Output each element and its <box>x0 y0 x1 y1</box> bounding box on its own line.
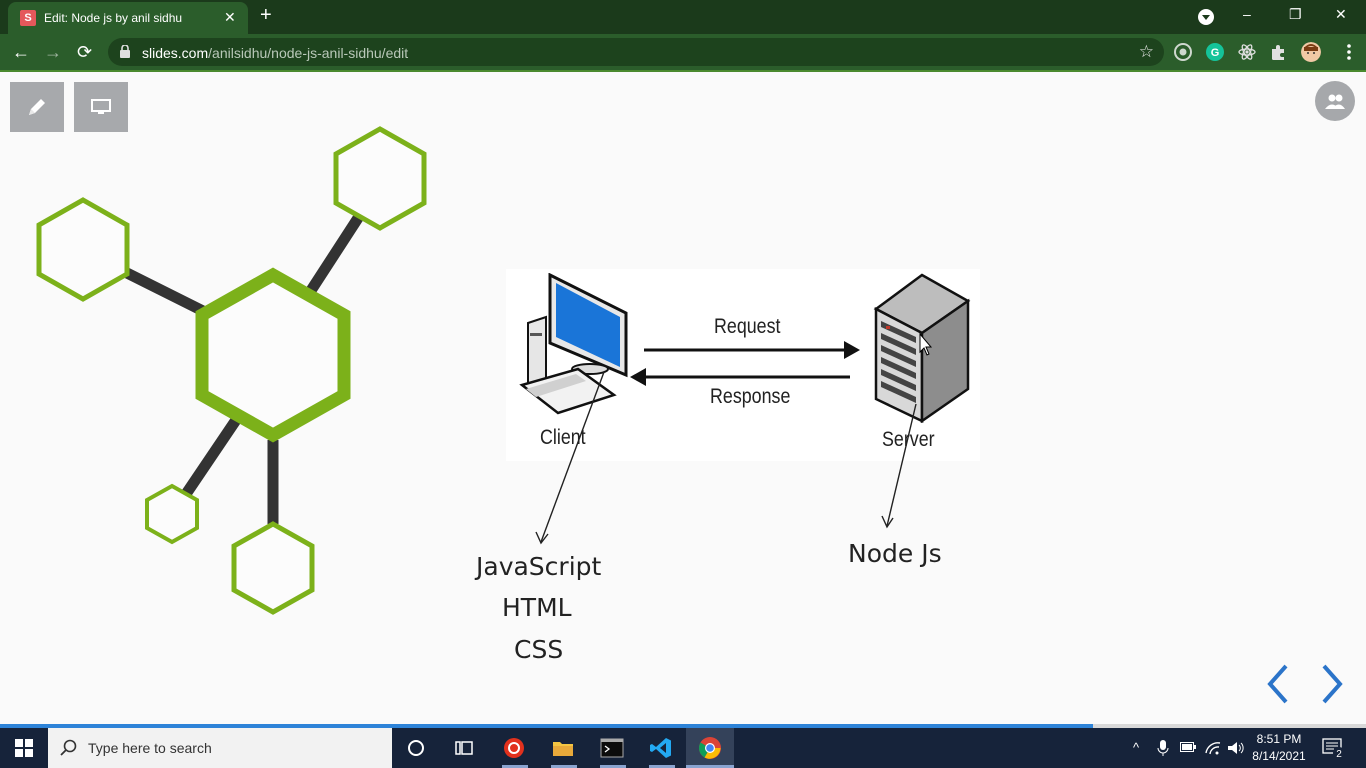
server-pointer-line <box>886 403 917 527</box>
connector-line <box>122 267 208 317</box>
hexagon-network-graphic <box>36 126 427 615</box>
client-tech-css: CSS <box>514 635 564 664</box>
hexagon-large <box>195 267 351 443</box>
annotation-pointers <box>535 332 933 545</box>
extensions-puzzle-icon[interactable] <box>1269 42 1289 62</box>
edit-button[interactable] <box>10 82 64 132</box>
running-indicator <box>600 765 626 768</box>
request-label: Request <box>714 315 781 338</box>
microphone-icon[interactable] <box>1157 740 1169 756</box>
browser-menu-icon[interactable] <box>1346 43 1352 61</box>
screen-recorder-icon[interactable] <box>502 736 526 760</box>
browser-toolbar: ← → ⟳ slides.com/anilsidhu/node-js-anil-… <box>0 34 1366 70</box>
client-tech-javascript: JavaScript <box>476 552 602 581</box>
browser-tab[interactable]: S Edit: Node js by anil sidhu ✕ <box>8 2 248 34</box>
client-computer-icon <box>519 273 628 415</box>
windows-taskbar: Type here to search ^ <box>0 728 1366 768</box>
request-response-arrows <box>630 341 860 386</box>
people-icon <box>1325 94 1345 109</box>
progress-fill <box>0 724 1093 728</box>
profile-avatar[interactable] <box>1301 42 1321 62</box>
lock-icon <box>120 45 130 58</box>
cortana-icon[interactable] <box>404 736 428 760</box>
hexagon-top-right <box>333 126 427 231</box>
taskbar-search[interactable]: Type here to search <box>48 728 392 768</box>
address-bar[interactable]: slides.com/anilsidhu/node-js-anil-sidhu/… <box>108 38 1164 66</box>
svg-text:G: G <box>1211 47 1220 59</box>
forward-button[interactable]: → <box>44 42 62 62</box>
file-explorer-icon[interactable] <box>551 736 575 760</box>
client-server-diagram: Request Response Client Server <box>506 269 980 461</box>
minimize-button[interactable]: – <box>1243 6 1251 22</box>
bookmark-star-icon[interactable]: ☆ <box>1138 42 1154 61</box>
profile-dropdown-icon[interactable] <box>1198 9 1214 25</box>
client-pointer-line <box>540 371 605 543</box>
vscode-icon[interactable] <box>649 736 673 760</box>
task-view-icon[interactable] <box>452 736 476 760</box>
chevron-right-icon <box>1322 664 1343 704</box>
hexagon-small <box>145 483 199 545</box>
present-button[interactable] <box>74 82 128 132</box>
reload-button[interactable]: ⟳ <box>77 42 93 62</box>
windows-logo-icon <box>15 739 33 757</box>
running-indicator <box>686 765 734 768</box>
client-label: Client <box>540 426 586 449</box>
client-tech-html: HTML <box>502 593 572 622</box>
slide-canvas: Request Response Client Server JavaScrip… <box>0 72 1366 724</box>
server-tower-icon <box>873 273 971 423</box>
new-tab-button[interactable]: + <box>260 4 272 26</box>
volume-icon[interactable] <box>1227 740 1245 756</box>
back-button[interactable]: ← <box>12 42 30 62</box>
notification-count: 2 <box>1336 749 1342 760</box>
hexagon-bottom <box>231 521 315 615</box>
url-path: /anilsidhu/node-js-anil-sidhu/edit <box>208 45 409 61</box>
record-extension-icon[interactable] <box>1173 42 1193 62</box>
response-label: Response <box>710 385 791 408</box>
search-placeholder: Type here to search <box>88 740 212 756</box>
running-indicator <box>649 765 675 768</box>
next-slide-button[interactable] <box>1320 662 1346 706</box>
close-window-button[interactable]: ✕ <box>1335 6 1347 22</box>
grammarly-extension-icon[interactable]: G <box>1205 42 1225 62</box>
chrome-icon <box>699 737 721 759</box>
restore-button[interactable]: ❐ <box>1289 6 1302 22</box>
tab-title: Edit: Node js by anil sidhu <box>44 11 183 25</box>
start-button[interactable] <box>0 728 48 768</box>
react-devtools-icon[interactable] <box>1237 42 1257 62</box>
hexagon-left <box>36 197 130 302</box>
tab-strip: S Edit: Node js by anil sidhu ✕ + – ❐ ✕ <box>0 0 1366 34</box>
show-hidden-icons[interactable]: ^ <box>1133 740 1140 755</box>
collaborate-button[interactable] <box>1315 81 1355 121</box>
server-label: Server <box>882 428 935 451</box>
mouse-cursor-icon <box>919 332 933 356</box>
terminal-icon[interactable] <box>600 736 624 760</box>
chrome-taskbar-item[interactable] <box>686 728 734 768</box>
connector-line <box>305 212 365 295</box>
clock-date: 8/14/2021 <box>1252 749 1306 763</box>
monitor-icon <box>91 99 111 114</box>
pencil-icon <box>29 99 45 115</box>
close-tab-icon[interactable]: ✕ <box>224 9 236 25</box>
slides-favicon-icon: S <box>20 10 36 26</box>
url-text: slides.com/anilsidhu/node-js-anil-sidhu/… <box>142 45 408 61</box>
running-indicator <box>551 765 577 768</box>
toolbar-divider <box>0 70 1366 72</box>
clock-time: 8:51 PM <box>1256 732 1302 746</box>
search-icon <box>60 739 77 756</box>
notifications-icon[interactable]: 2 <box>1322 738 1346 760</box>
running-indicator <box>502 765 528 768</box>
connector-line <box>181 416 241 498</box>
wifi-icon[interactable] <box>1205 740 1221 756</box>
presentation-progress <box>0 724 1366 728</box>
chevron-left-icon <box>1267 664 1288 704</box>
server-tech-node: Node Js <box>848 539 942 568</box>
battery-icon[interactable] <box>1180 742 1196 752</box>
prev-slide-button[interactable] <box>1264 662 1290 706</box>
system-clock[interactable]: 8:51 PM 8/14/2021 <box>1246 731 1312 765</box>
url-host: slides.com <box>142 45 209 61</box>
